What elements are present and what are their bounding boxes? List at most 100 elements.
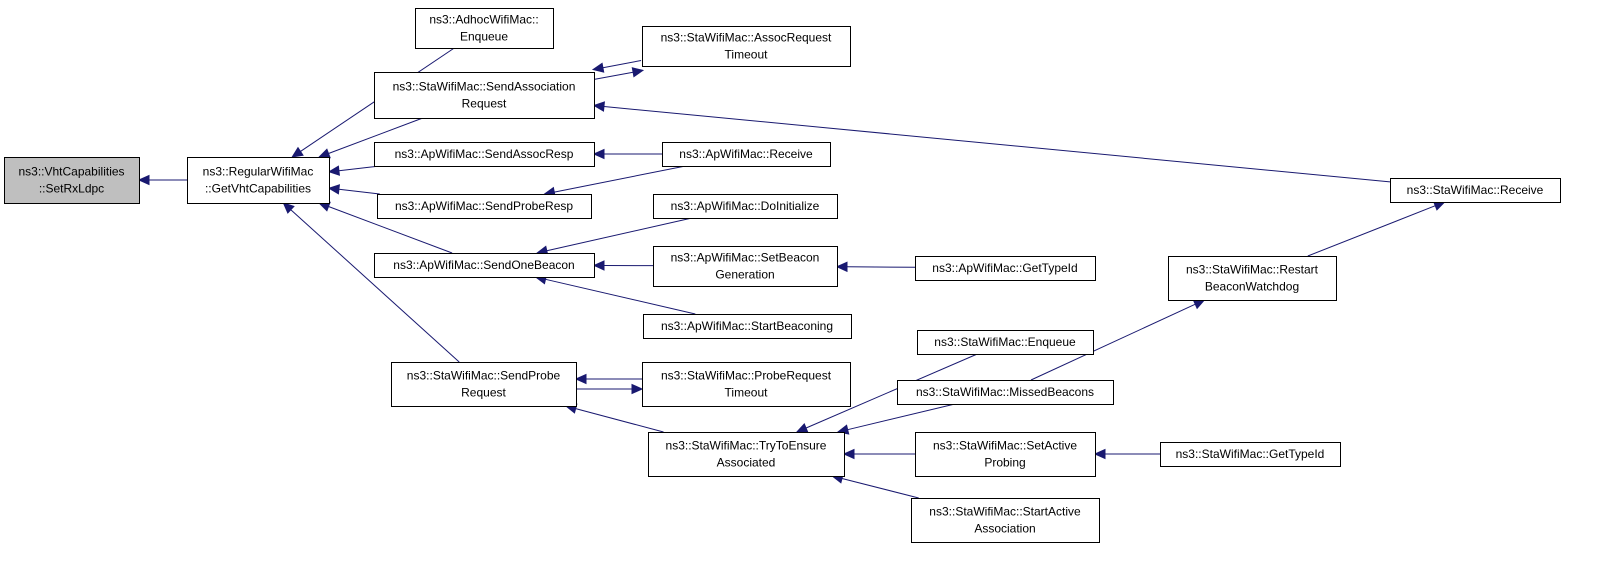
arrowhead-icon (631, 383, 644, 395)
node-staenqueue[interactable]: ns3::StaWifiMac::Enqueue (917, 330, 1094, 355)
node-label-line: ns3::StaWifiMac::Enqueue (934, 335, 1076, 349)
node-label-line: Probing (984, 456, 1025, 470)
node-label-line: ::SetRxLdpc (39, 182, 104, 196)
node-sendproberesp[interactable]: ns3::ApWifiMac::SendProbeResp (377, 194, 592, 219)
node-label-line: Associated (717, 456, 776, 470)
node-label-line: Association (974, 522, 1035, 536)
node-box (1168, 256, 1337, 301)
node-box (415, 8, 554, 49)
node-apreceive[interactable]: ns3::ApWifiMac::Receive (662, 142, 831, 167)
edge-sendassoc-to-assoctimeout (594, 67, 645, 80)
node-adhoc[interactable]: ns3::AdhocWifiMac::Enqueue (415, 8, 554, 49)
arrowhead-icon (592, 260, 605, 271)
edge-setactiveprobing-to-trytoensure (842, 448, 915, 460)
edge-line (545, 278, 696, 315)
node-box (4, 157, 140, 204)
edge-line (328, 117, 423, 154)
node-box (374, 72, 595, 119)
node-sendassocresp[interactable]: ns3::ApWifiMac::SendAssocResp (374, 142, 595, 167)
node-box (1160, 442, 1341, 467)
arrowhead-icon (591, 62, 605, 73)
edge-line (546, 217, 693, 252)
edge-probereqtimeout-to-sendprobereq (574, 373, 642, 385)
edge-sendproberesp-to-regular (327, 184, 380, 195)
node-box (374, 253, 595, 278)
node-box (915, 432, 1096, 477)
node-stagettypeid[interactable]: ns3::StaWifiMac::GetTypeId (1160, 442, 1341, 467)
edge-line (847, 403, 956, 431)
node-doinit[interactable]: ns3::ApWifiMac::DoInitialize (653, 194, 838, 219)
edge-sendprobereq-to-regular (282, 202, 460, 363)
arrowhead-icon (631, 67, 645, 78)
node-label-line: ns3::StaWifiMac::ProbeRequest (661, 369, 832, 383)
edge-stareceive-to-sendassoc (592, 101, 1391, 183)
edge-apgettypeid-to-setbeacongen (835, 261, 916, 273)
node-label-line: ns3::StaWifiMac::Restart (1186, 263, 1319, 277)
node-label-line: ::GetVhtCapabilities (205, 182, 311, 196)
edges-layer (137, 47, 1446, 499)
node-box (653, 246, 838, 287)
arrowhead-icon (1192, 299, 1206, 310)
node-stareceive[interactable]: ns3::StaWifiMac::Receive (1390, 178, 1561, 203)
edge-line (841, 478, 919, 499)
node-label-line: ns3::StaWifiMac::SendProbe (407, 369, 561, 383)
node-label-line: ns3::StaWifiMac::Receive (1407, 183, 1544, 197)
node-apgettypeid[interactable]: ns3::ApWifiMac::GetTypeId (915, 256, 1096, 281)
node-label-line: ns3::StaWifiMac::MissedBeacons (916, 385, 1094, 399)
arrowhead-icon (282, 202, 295, 214)
nodes-layer: ns3::VhtCapabilities::SetRxLdpcns3::Regu… (4, 8, 1561, 543)
node-box (374, 142, 595, 167)
node-label-line: ns3::ApWifiMac::SetBeacon (671, 251, 820, 265)
edge-stagettypeid-to-setactiveprobing (1093, 448, 1160, 460)
arrowhead-icon (842, 448, 855, 460)
node-label-line: BeaconWatchdog (1205, 280, 1299, 294)
edge-apreceive-to-sendproberesp (543, 165, 686, 198)
node-label-line: Timeout (725, 386, 769, 400)
edge-line (328, 206, 453, 254)
node-label-line: ns3::StaWifiMac::GetTypeId (1176, 447, 1325, 461)
node-label-line: Generation (715, 268, 774, 282)
arrowhead-icon (1093, 448, 1106, 460)
node-label-line: Request (462, 97, 507, 111)
node-startbeaconing[interactable]: ns3::ApWifiMac::StartBeaconing (643, 314, 852, 339)
node-label-line: ns3::ApWifiMac::SendOneBeacon (393, 258, 574, 272)
edge-line (594, 71, 634, 80)
arrowhead-icon (795, 422, 809, 433)
node-sendonebeacon[interactable]: ns3::ApWifiMac::SendOneBeacon (374, 253, 595, 278)
node-label-line: Request (461, 386, 506, 400)
edge-sendassocresp-to-regular (327, 165, 380, 176)
node-label-line: ns3::StaWifiMac::AssocRequest (661, 31, 832, 45)
edge-line (602, 60, 642, 69)
node-label-line: Timeout (725, 48, 769, 62)
edge-trytoensure-to-sendprobereq (564, 403, 664, 433)
node-regular[interactable]: ns3::RegularWifiMac::GetVhtCapabilities (187, 157, 330, 204)
node-label-line: ns3::StaWifiMac::SendAssociation (393, 80, 576, 94)
edge-line (290, 209, 460, 363)
node-box (662, 142, 831, 167)
node-box (911, 498, 1100, 543)
arrowhead-icon (835, 261, 848, 273)
node-label-line: ns3::ApWifiMac::GetTypeId (932, 261, 1077, 275)
node-box (391, 362, 577, 407)
node-missedbeacons[interactable]: ns3::StaWifiMac::MissedBeacons (897, 380, 1114, 405)
node-label-line: ns3::ApWifiMac::SendAssocResp (395, 147, 574, 161)
edge-restartwatchdog-to-stareceive (1307, 200, 1446, 257)
arrowhead-icon (327, 184, 340, 195)
edge-line (805, 353, 978, 429)
arrowhead-icon (291, 146, 304, 158)
node-label-line: ns3::StaWifiMac::StartActive (929, 505, 1081, 519)
node-box (187, 157, 330, 204)
edge-line (1307, 205, 1436, 257)
edge-missedbeacons-to-trytoensure (836, 403, 956, 435)
node-box (377, 194, 592, 219)
arrowhead-icon (327, 165, 340, 176)
